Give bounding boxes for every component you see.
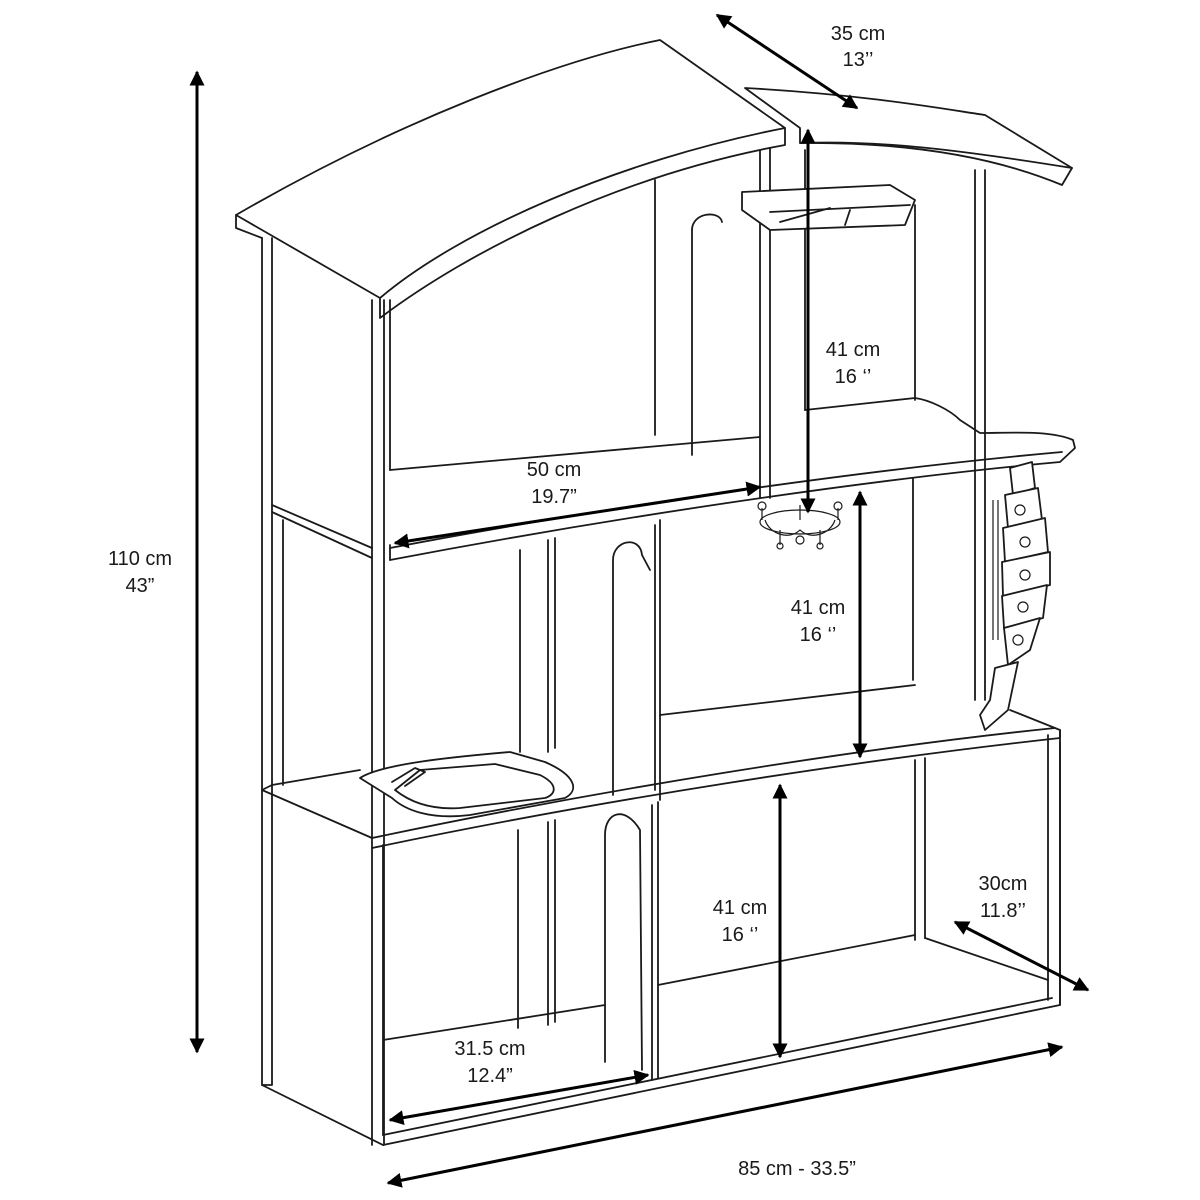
label-depth-bottom: 30cm 11.8’’: [979, 873, 1028, 922]
floor-middle-height-metric: 41 cm: [791, 597, 845, 619]
staircase: [979, 461, 1051, 731]
width-arrow-total: [386, 1042, 1064, 1188]
shelf-rail: [741, 184, 916, 231]
width-arrow-top-room: [393, 481, 762, 549]
depth-arrow-top: [715, 13, 859, 110]
sink-fixture: [359, 751, 575, 818]
depth-top-metric: 35 cm: [831, 23, 885, 45]
dollhouse-outline: [235, 39, 1076, 1146]
room-width-bottom-imperial: 12.4”: [467, 1065, 513, 1087]
depth-top-imperial: 13’’: [843, 49, 874, 71]
floor-top-height-metric: 41 cm: [826, 339, 880, 361]
depth-bottom-metric: 30cm: [979, 873, 1028, 895]
room-width-top-imperial: 19.7”: [531, 486, 577, 508]
chandelier: [757, 501, 843, 550]
label-total-height: 110 cm 43”: [108, 548, 172, 597]
floor-middle-height-imperial: 16 ‘’: [800, 624, 837, 646]
depth-arrow-bottom: [953, 920, 1090, 992]
floor-bottom-height-metric: 41 cm: [713, 897, 767, 919]
room-width-bottom-metric: 31.5 cm: [454, 1038, 525, 1060]
label-room-width-bottom: 31.5 cm 12.4”: [454, 1038, 525, 1087]
label-floor-middle-height: 41 cm 16 ‘’: [791, 597, 845, 646]
label-depth-top: 35 cm 13’’: [831, 23, 885, 71]
total-width-label: 85 cm - 33.5”: [738, 1158, 856, 1180]
label-floor-top-height: 41 cm 16 ‘’: [826, 339, 880, 388]
label-floor-bottom-height: 41 cm 16 ‘’: [713, 897, 767, 946]
total-height-metric: 110 cm: [108, 548, 172, 570]
floor-bottom-height-imperial: 16 ‘’: [722, 924, 759, 946]
total-height-imperial: 43”: [126, 575, 155, 597]
label-room-width-top: 50 cm 19.7”: [527, 459, 581, 508]
floor-top-height-imperial: 16 ‘’: [835, 366, 872, 388]
depth-bottom-imperial: 11.8’’: [980, 900, 1026, 922]
room-width-top-metric: 50 cm: [527, 459, 581, 481]
